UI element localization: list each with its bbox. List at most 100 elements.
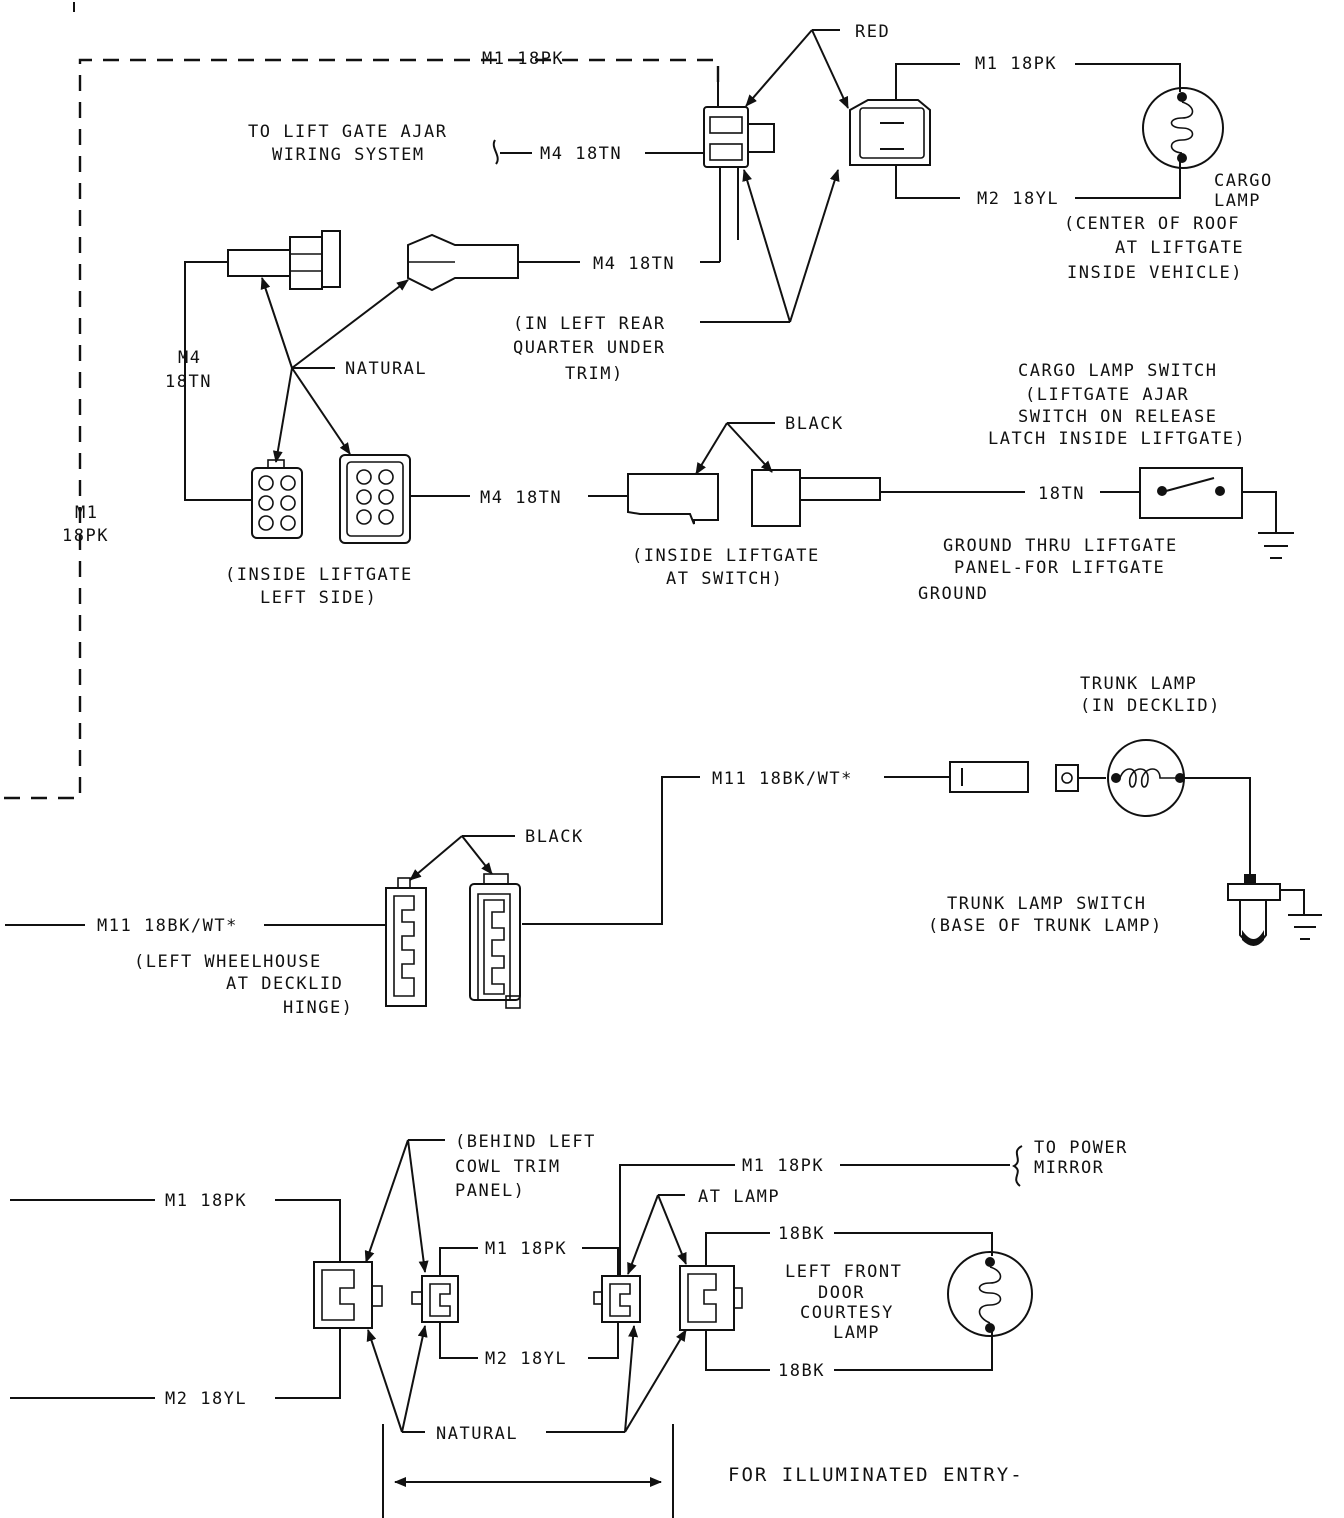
- labels: RED M1 18PK M1 18PK M2 18YL CARGO LAMP (…: [62, 22, 1273, 1486]
- courtesy-lamp-bulb: [947, 1251, 1033, 1337]
- inside-switch-label-1: (INSIDE LIFTGATE: [632, 546, 820, 566]
- wheelhouse-label-2: AT DECKLID: [226, 974, 343, 994]
- trunk-lamp-switch: [1227, 874, 1305, 946]
- cowl-arrows: [364, 1139, 445, 1273]
- m4-low-label: M4 18TN: [480, 488, 562, 508]
- ground-label-2: PANEL-FOR LIFTGATE: [954, 558, 1165, 578]
- lamp-connector-2: [679, 1265, 743, 1331]
- quarter-arrows: [700, 169, 840, 323]
- natural-connector-right: [407, 233, 519, 292]
- trunk-lamp-bulb: [1107, 739, 1185, 817]
- quarter-trim-label-3: TRIM): [565, 364, 624, 384]
- inside-switch-label-2: AT SWITCH): [666, 569, 783, 589]
- liftgate-ajar-label-2: WIRING SYSTEM: [272, 145, 425, 165]
- cargo-lamp-bulb: [1142, 87, 1224, 169]
- trunk-lamp-label-1: TRUNK LAMP: [1080, 674, 1197, 694]
- m1-lamp-label: M1 18PK: [975, 54, 1057, 74]
- illuminated-entry-label: FOR ILLUMINATED ENTRY-: [728, 1464, 1024, 1486]
- cargo-lamp-switch: [1139, 467, 1277, 532]
- cowl-connector-1: [313, 1261, 383, 1329]
- trunk-lamp-label-2: (IN DECKLID): [1080, 696, 1221, 716]
- ground-symbol-2: [1288, 914, 1322, 940]
- cowl-label-2: COWL TRIM: [455, 1157, 561, 1177]
- ground-symbol-1: [1258, 532, 1294, 559]
- black-label-1: BLACK: [785, 414, 844, 434]
- trunk-lamp-socket: [1055, 764, 1106, 792]
- trunk-inline-connector: [949, 761, 1029, 793]
- red-arrows: [745, 29, 849, 109]
- m1-dashed-circuit: [0, 2, 720, 800]
- natural-top-label: NATURAL: [345, 359, 427, 379]
- m2-bottom-left-label: M2 18YL: [165, 1389, 247, 1409]
- cargo-switch-label-1: CARGO LAMP SWITCH: [1018, 361, 1218, 381]
- red-label: RED: [855, 22, 890, 42]
- wheelhouse-label-1: (LEFT WHEELHOUSE: [134, 952, 322, 972]
- natural-connector-left: [227, 230, 341, 290]
- cargo-lamp-label-2: LAMP: [1214, 191, 1261, 211]
- quarter-trim-label-1: (IN LEFT REAR: [513, 314, 666, 334]
- black-arrows-1: [695, 422, 775, 475]
- switch-connector-female: [627, 473, 719, 525]
- m11-left-label: M11 18BK/WT*: [97, 916, 238, 936]
- cargo-switch-label-2: (LIFTGATE AJAR: [1025, 385, 1189, 405]
- liftgate-connector-left: [703, 106, 775, 168]
- decklid-connector-right: [469, 873, 521, 1009]
- cargo-location-1: (CENTER OF ROOF: [1064, 214, 1240, 234]
- m4-ajar-label: M4 18TN: [540, 144, 622, 164]
- bk-bottom-label: 18BK: [778, 1361, 825, 1381]
- m4-vertical-label-1: M4: [178, 348, 201, 368]
- m4-mid-label: M4 18TN: [593, 254, 675, 274]
- ground-label-1: GROUND THRU LIFTGATE: [943, 536, 1178, 556]
- cargo-location-2: AT LIFTGATE: [1115, 238, 1244, 258]
- ground-label-3: GROUND: [918, 584, 988, 604]
- black-label-2: BLACK: [525, 827, 584, 847]
- m2-bottom-mid-label: M2 18YL: [485, 1349, 567, 1369]
- liftgate-ajar-label-1: TO LIFT GATE AJAR: [248, 122, 448, 142]
- tn18-label: 18TN: [1038, 484, 1085, 504]
- m4-vertical-label-2: 18TN: [165, 372, 212, 392]
- illuminated-entry-dimension: [382, 1424, 674, 1518]
- cowl-label-3: PANEL): [455, 1181, 525, 1201]
- black-arrows-2: [409, 835, 515, 881]
- six-pin-connector-right: [339, 454, 411, 544]
- bk-top-label: 18BK: [778, 1224, 825, 1244]
- natural-bottom-label: NATURAL: [436, 1424, 518, 1444]
- six-pin-connector-left: [251, 459, 303, 539]
- continuation-squiggle: [492, 139, 499, 165]
- switch-connector-male: [751, 469, 881, 527]
- cargo-switch-label-4: LATCH INSIDE LIFTGATE): [988, 429, 1246, 449]
- cargo-switch-label-3: SWITCH ON RELEASE: [1018, 407, 1218, 427]
- m1-left-label-2: 18PK: [62, 526, 109, 546]
- wheelhouse-label-3: HINGE): [283, 998, 353, 1018]
- inside-liftgate-left-1: (INSIDE LIFTGATE: [225, 565, 413, 585]
- door-lamp-label-4: LAMP: [833, 1323, 880, 1343]
- cargo-lamp-label-1: CARGO: [1214, 171, 1273, 191]
- liftgate-connector-right: [849, 99, 931, 166]
- decklid-connector-left: [385, 877, 427, 1007]
- m1-left-label-1: M1: [75, 503, 98, 523]
- trunk-switch-label-1: TRUNK LAMP SWITCH: [947, 894, 1147, 914]
- cargo-location-3: INSIDE VEHICLE): [1067, 263, 1243, 283]
- m11-top-label: M11 18BK/WT*: [712, 769, 853, 789]
- m1-bottom-left-label: M1 18PK: [165, 1191, 247, 1211]
- natural-arrows-bottom: [366, 1325, 687, 1433]
- door-lamp-label-1: LEFT FRONT: [785, 1262, 902, 1282]
- m1-top-label: M1 18PK: [482, 49, 564, 69]
- m1-bottom-right-label: M1 18PK: [742, 1156, 824, 1176]
- power-mirror-label-2: MIRROR: [1034, 1158, 1104, 1178]
- m1-bottom-mid-label: M1 18PK: [485, 1239, 567, 1259]
- quarter-trim-label-2: QUARTER UNDER: [513, 338, 666, 358]
- at-lamp-arrows: [627, 1194, 687, 1275]
- natural-arrows-top: [260, 277, 409, 463]
- cowl-label-1: (BEHIND LEFT: [455, 1132, 596, 1152]
- m2-lamp-label: M2 18YL: [977, 189, 1059, 209]
- trunk-switch-label-2: (BASE OF TRUNK LAMP): [928, 916, 1163, 936]
- power-mirror-squiggle: [1012, 1145, 1023, 1187]
- door-lamp-label-3: COURTESY: [800, 1303, 894, 1323]
- at-lamp-label: AT LAMP: [698, 1187, 780, 1207]
- lamp-connector-1: [593, 1275, 641, 1323]
- cowl-connector-2: [411, 1275, 459, 1323]
- door-lamp-label-2: DOOR: [818, 1283, 865, 1303]
- inside-liftgate-left-2: LEFT SIDE): [260, 588, 377, 608]
